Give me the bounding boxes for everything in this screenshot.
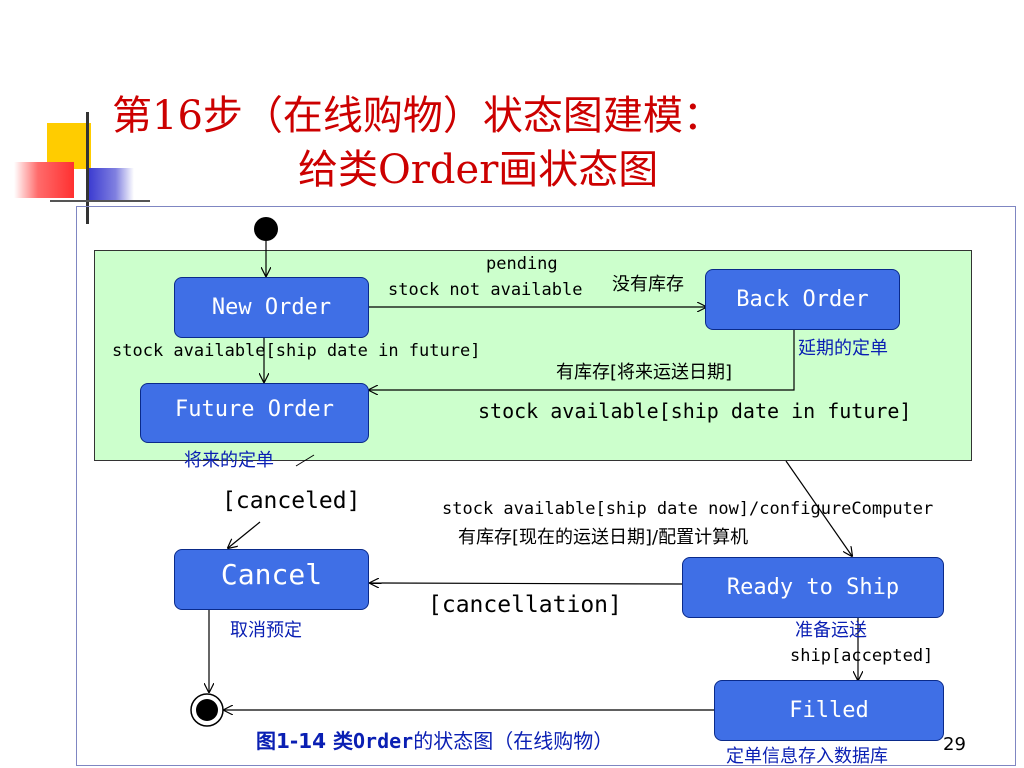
caption-prefix: 图1-14 类 — [256, 729, 354, 753]
state-back-order: Back Order — [705, 269, 900, 330]
initial-state-node — [254, 217, 278, 241]
label-ship-accepted: ship[accepted] — [790, 646, 934, 666]
note-back-order: 延期的定单 — [798, 338, 888, 359]
state-filled: Filled — [714, 680, 944, 741]
note-ready-to-ship: 准备运送 — [795, 620, 867, 641]
page-number: 29 — [943, 734, 966, 755]
state-cancel: Cancel — [174, 549, 369, 610]
caption-suffix: 的状态图（在线购物） — [413, 729, 614, 753]
label-stock-available-future-left: stock available[ship date in future] — [112, 341, 481, 361]
figure-caption: 图1-14 类Order的状态图（在线购物） — [256, 731, 613, 751]
state-new-order: New Order — [174, 277, 369, 338]
label-pending: pending — [486, 254, 558, 274]
label-stock-available-future-right: stock available[ship date in future] — [478, 399, 912, 423]
diagram-frame — [76, 206, 1016, 766]
note-filled: 定单信息存入数据库 — [726, 746, 888, 767]
label-stock-not-available: stock not available — [388, 280, 583, 300]
decor-horizontal-line — [50, 200, 150, 202]
decor-red-square — [14, 162, 74, 198]
decor-yellow-square — [47, 123, 91, 169]
label-canceled: [canceled] — [222, 488, 361, 514]
label-stock-available-future-cn: 有库存[将来运送日期] — [556, 362, 733, 383]
label-stock-not-available-cn: 没有库存 — [612, 274, 684, 295]
caption-code: Order — [353, 729, 414, 753]
slide-title-line1: 第16步（在线购物）状态图建模： — [112, 93, 723, 139]
note-future-order: 将来的定单 — [184, 450, 274, 471]
label-ship-now-cn: 有库存[现在的运送日期]/配置计算机 — [458, 527, 749, 548]
note-cancel: 取消预定 — [230, 620, 302, 641]
slide-title-line2: 给类Order画状态图 — [298, 147, 659, 193]
decor-vertical-line — [86, 112, 89, 224]
state-ready-to-ship: Ready to Ship — [682, 557, 944, 618]
state-future-order: Future Order — [140, 383, 369, 443]
label-cancellation: [cancellation] — [428, 592, 622, 618]
label-ship-now: stock available[ship date now]/configure… — [442, 499, 934, 519]
decor-blue-square — [88, 168, 134, 202]
